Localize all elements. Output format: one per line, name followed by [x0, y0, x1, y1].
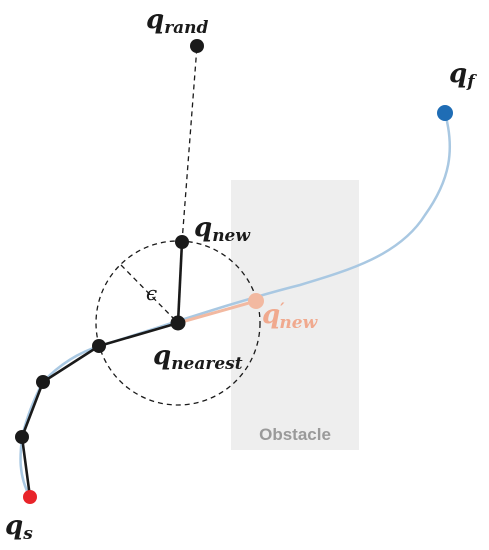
q-nearest-node — [170, 315, 186, 331]
q-rand-label: qrand — [146, 5, 209, 38]
q-s-label: qs — [5, 511, 33, 544]
q-new-base: q — [194, 213, 212, 243]
q-new-prime-node — [248, 293, 264, 309]
new-edge — [176, 241, 184, 324]
q-rand-node — [190, 39, 204, 53]
q-nearest-sub: nearest — [171, 354, 243, 374]
q-new-prime-sub: new — [279, 313, 318, 333]
epsilon-label: ϵ — [146, 281, 157, 305]
epsilon-circle — [95, 240, 261, 406]
obstacle-label: Obstacle — [259, 425, 331, 444]
q-new-sub: new — [212, 226, 251, 246]
q-f-base: q — [449, 59, 467, 89]
q-new-label: qnew — [194, 213, 251, 246]
q-f-label: qf — [449, 59, 477, 92]
q-nearest-base: q — [153, 341, 171, 371]
q-nearest-label: qnearest — [153, 341, 243, 374]
q-new-node — [175, 235, 189, 249]
goal-node — [437, 105, 453, 121]
tree-node — [92, 339, 106, 353]
q-f-sub: f — [466, 72, 477, 92]
q-rand-sub: rand — [164, 18, 208, 38]
q-s-sub: s — [22, 524, 33, 544]
tree-node — [15, 430, 29, 444]
q-rand-base: q — [146, 5, 164, 35]
q-s-base: q — [5, 511, 23, 541]
q-new-prime-base: q — [262, 300, 280, 330]
rand-direction-line — [181, 45, 198, 243]
q-new-prime-mark: ′ — [280, 299, 285, 318]
obstacle-region — [231, 180, 359, 450]
q-new-prime-label: q′new — [262, 299, 319, 333]
start-node — [23, 490, 37, 504]
rejected-extension-line — [177, 299, 257, 325]
tree-node — [36, 375, 50, 389]
epsilon-radius-line — [120, 264, 177, 322]
